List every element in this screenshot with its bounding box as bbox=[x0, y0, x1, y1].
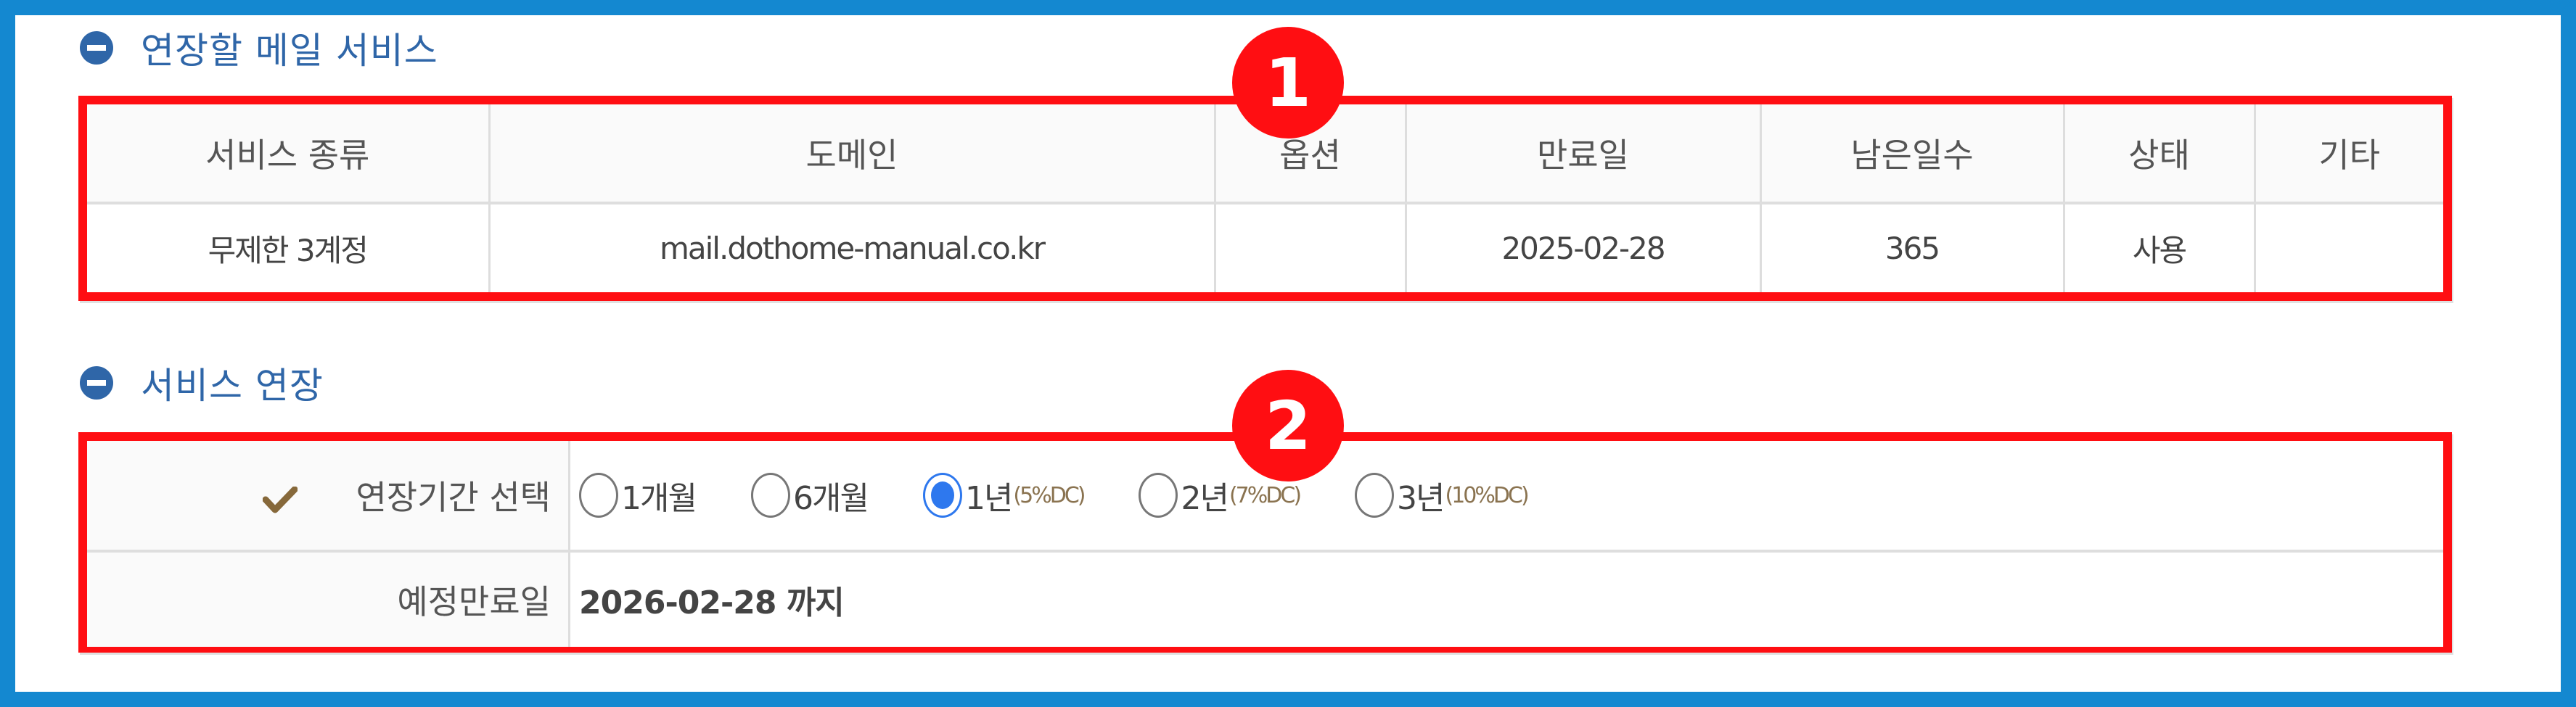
cell-etc bbox=[2253, 203, 2443, 292]
section-title-service-extension: 서비스 연장 bbox=[80, 361, 324, 407]
radio-label: 6개월 bbox=[792, 480, 869, 517]
cell-status: 사용 bbox=[2062, 203, 2255, 292]
discount-label: (10%DC) bbox=[1445, 482, 1530, 508]
radio-button-selected[interactable] bbox=[922, 473, 962, 518]
period-label: 연장기간 선택 bbox=[356, 478, 551, 517]
radio-button[interactable] bbox=[579, 473, 618, 518]
header-domain: 도메인 bbox=[488, 104, 1215, 204]
table-row: 무제한 3계정 mail.dothome-manual.co.kr 2025-0… bbox=[87, 203, 2443, 292]
radio-button[interactable] bbox=[1139, 473, 1178, 518]
expected-expiry-date: 2026-02-28 까지 bbox=[579, 584, 845, 621]
cell-service-type: 무제한 3계정 bbox=[87, 203, 489, 292]
annotation-badge-2: 2 bbox=[1232, 370, 1344, 481]
radio-1-year[interactable]: 1년 (5%DC) bbox=[922, 472, 1086, 518]
discount-label: (7%DC) bbox=[1228, 482, 1302, 508]
annotation-box-2: 연장기간 선택 1개월 6개월 1년 (5%DC) bbox=[78, 432, 2452, 653]
radio-button[interactable] bbox=[1355, 473, 1395, 518]
radio-label: 1개월 bbox=[621, 480, 697, 517]
discount-label: (5%DC) bbox=[1013, 482, 1086, 508]
mail-service-table: 서비스 종류 도메인 옵션 만료일 남은일수 상태 기타 무제한 3계정 mai… bbox=[87, 104, 2443, 292]
header-days-left: 남은일수 bbox=[1759, 104, 2064, 204]
expiry-label: 예정만료일 bbox=[87, 551, 570, 647]
extension-form-table: 연장기간 선택 1개월 6개월 1년 (5%DC) bbox=[87, 441, 2443, 647]
annotation-box-1: 서비스 종류 도메인 옵션 만료일 남은일수 상태 기타 무제한 3계정 mai… bbox=[78, 96, 2452, 301]
expiry-row: 예정만료일 2026-02-28 까지 bbox=[87, 551, 2443, 647]
section-title-mail-service: 연장할 메일 서비스 bbox=[80, 26, 438, 72]
cell-option bbox=[1213, 203, 1406, 292]
header-etc: 기타 bbox=[2253, 104, 2443, 204]
period-options-cell: 1개월 6개월 1년 (5%DC) 2년 (7%DC) bbox=[569, 441, 2443, 553]
cell-days-left: 365 bbox=[1759, 203, 2064, 292]
radio-button[interactable] bbox=[750, 473, 790, 518]
section-title-text: 연장할 메일 서비스 bbox=[141, 30, 438, 72]
header-status: 상태 bbox=[2062, 104, 2255, 204]
radio-label: 1년 bbox=[964, 480, 1013, 517]
cell-expiry-date: 2025-02-28 bbox=[1404, 203, 1760, 292]
period-radio-group: 1개월 6개월 1년 (5%DC) 2년 (7%DC) bbox=[579, 442, 2442, 549]
radio-label: 3년 bbox=[1397, 480, 1445, 517]
cell-domain: mail.dothome-manual.co.kr bbox=[488, 203, 1215, 292]
annotation-badge-1: 1 bbox=[1232, 27, 1344, 138]
expiry-value-cell: 2026-02-28 까지 bbox=[569, 551, 2443, 647]
header-expiry-date: 만료일 bbox=[1404, 104, 1760, 204]
check-icon bbox=[263, 486, 298, 513]
table-header-row: 서비스 종류 도메인 옵션 만료일 남은일수 상태 기타 bbox=[87, 104, 2443, 204]
radio-1-month[interactable]: 1개월 bbox=[579, 472, 697, 518]
period-row: 연장기간 선택 1개월 6개월 1년 (5%DC) bbox=[87, 441, 2443, 553]
header-service-type: 서비스 종류 bbox=[87, 104, 489, 204]
minus-circle-icon bbox=[80, 366, 113, 400]
period-label-cell: 연장기간 선택 bbox=[87, 441, 570, 553]
radio-6-months[interactable]: 6개월 bbox=[750, 472, 869, 518]
radio-3-years[interactable]: 3년 (10%DC) bbox=[1355, 472, 1530, 518]
section-title-text: 서비스 연장 bbox=[141, 365, 324, 407]
radio-2-years[interactable]: 2년 (7%DC) bbox=[1139, 472, 1302, 518]
minus-circle-icon bbox=[80, 31, 113, 65]
radio-label: 2년 bbox=[1181, 480, 1228, 517]
